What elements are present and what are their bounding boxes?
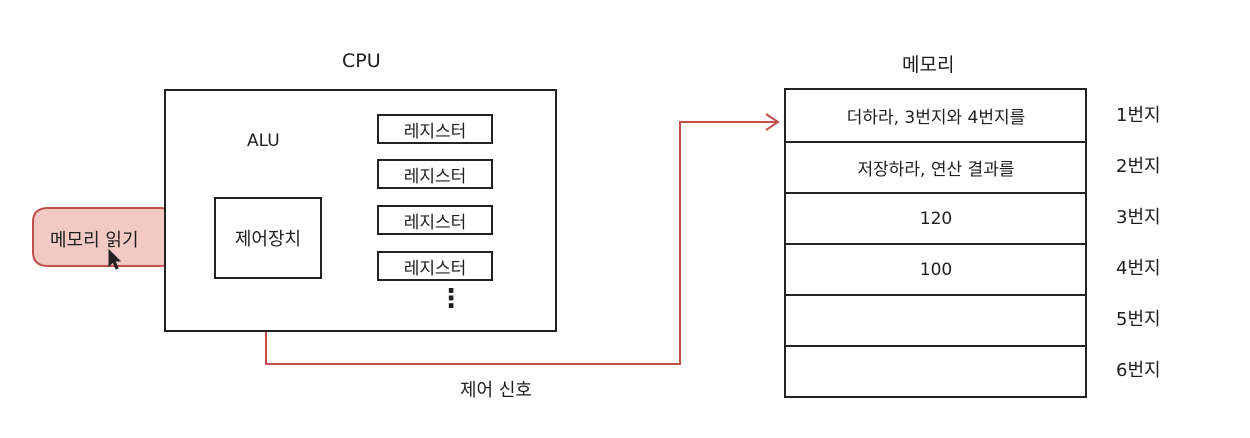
memory-address-2: 2번지 — [1116, 156, 1161, 177]
memory-cell-content: 더하라, 3번지와 4번지를 — [846, 108, 1026, 128]
memory-cell-4: 100 — [786, 243, 1086, 294]
callout-text: 메모리 읽기 — [50, 230, 139, 251]
memory-cell-content: 100 — [919, 259, 953, 280]
control-signal-arrowhead — [765, 113, 780, 131]
more-registers-ellipsis: ⋮ — [438, 284, 464, 314]
register-4: 레지스터 — [377, 251, 493, 281]
control-signal-label: 제어 신호 — [460, 380, 532, 401]
memory-cell-3: 120 — [786, 192, 1086, 243]
register-label: 레지스터 — [403, 166, 467, 187]
register-2: 레지스터 — [377, 159, 493, 189]
memory-address-3: 3번지 — [1116, 207, 1161, 228]
cpu-title: CPU — [342, 50, 381, 72]
control-signal-arrow — [265, 121, 776, 365]
register-label: 레지스터 — [403, 212, 467, 233]
register-3: 레지스터 — [377, 205, 493, 235]
memory-cell-content: 저장하라, 연산 결과를 — [857, 160, 1015, 180]
register-label: 레지스터 — [403, 121, 467, 142]
memory-address-5: 5번지 — [1116, 309, 1161, 330]
memory-address-6: 6번지 — [1116, 360, 1161, 381]
memory-address-1: 1번지 — [1116, 105, 1161, 126]
register-label: 레지스터 — [403, 258, 467, 279]
memory-address-4: 4번지 — [1116, 258, 1161, 279]
memory-cell-content: 120 — [919, 208, 953, 229]
cursor-icon — [108, 248, 122, 270]
memory-cell-2: 저장하라, 연산 결과를 — [786, 141, 1086, 192]
register-1: 레지스터 — [377, 114, 493, 144]
control-unit: 제어장치 — [214, 197, 322, 279]
memory-box: 더하라, 3번지와 4번지를 저장하라, 연산 결과를 120 100 — [784, 88, 1087, 398]
memory-cell-1: 더하라, 3번지와 4번지를 — [786, 90, 1086, 141]
memory-cell-6 — [786, 345, 1086, 396]
control-unit-label: 제어장치 — [234, 229, 302, 250]
memory-cell-5 — [786, 294, 1086, 345]
alu-label: ALU — [247, 131, 280, 151]
memory-title: 메모리 — [902, 54, 955, 76]
